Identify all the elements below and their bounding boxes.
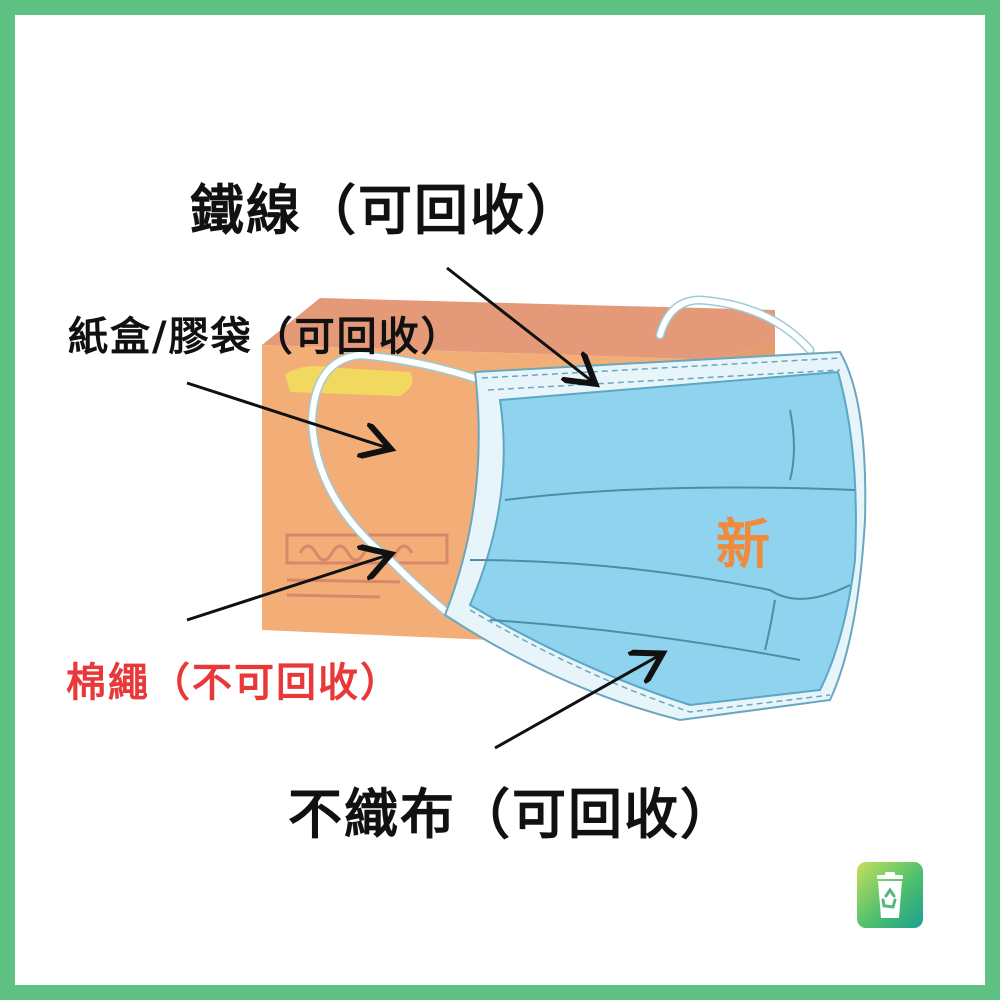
arrow-wire xyxy=(446,266,593,382)
pointer-arrows xyxy=(186,266,660,750)
label-cotton-string: 棉繩（不可回收） xyxy=(66,660,402,706)
label-box-bag: 紙盒/膠袋（可回收） xyxy=(68,314,463,360)
ear-loops xyxy=(307,295,815,620)
arrow-string xyxy=(186,555,388,622)
arrow-nonwoven xyxy=(494,655,660,750)
recycle-bin-icon xyxy=(857,862,923,928)
arrow-box xyxy=(186,381,388,448)
surgical-mask xyxy=(443,350,867,722)
label-wire: 鐵線（可回收） xyxy=(190,179,582,242)
mask-new-mark: 新 xyxy=(716,513,770,576)
label-nonwoven: 不織布（可回收） xyxy=(288,783,736,846)
